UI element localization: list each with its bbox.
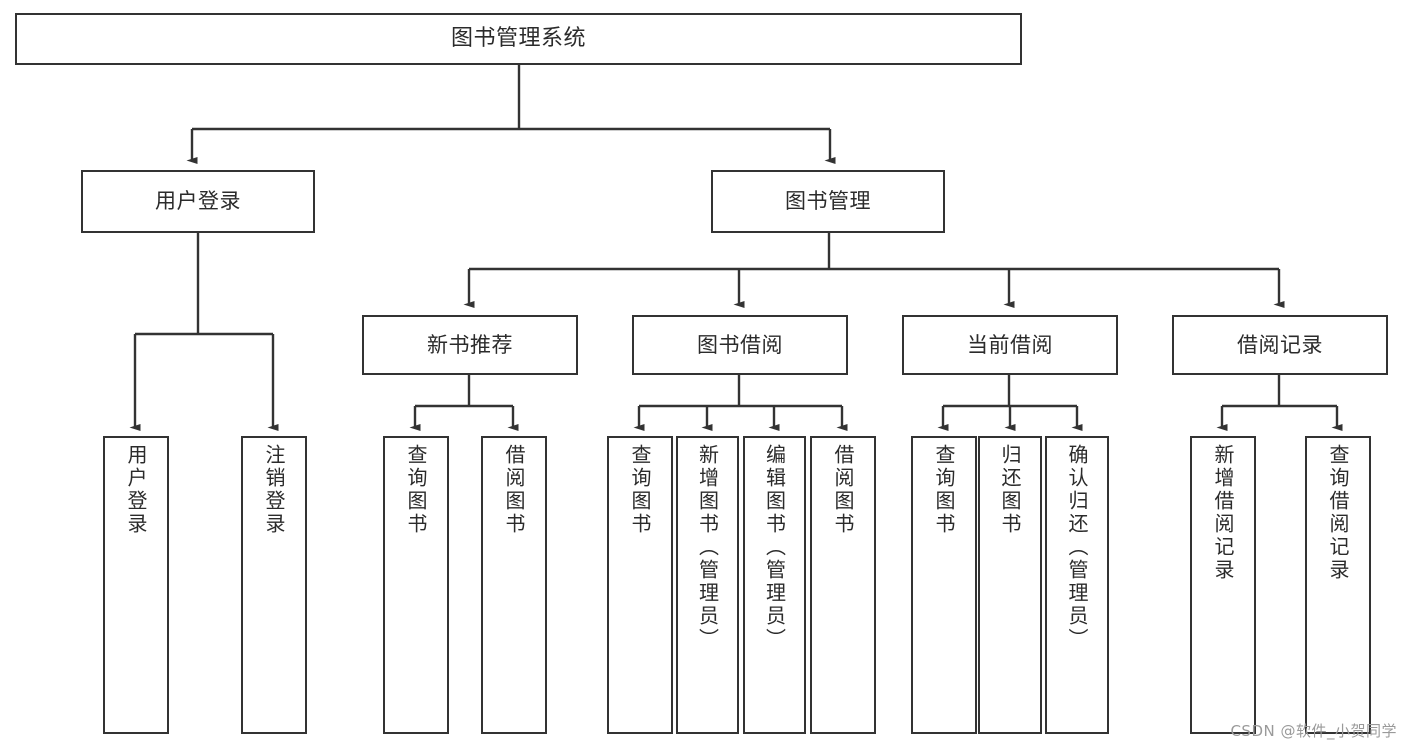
node-leaf-query-book-3[interactable]: 查询图书	[911, 436, 977, 734]
node-leaf-confirm-return[interactable]: 确认归还（管理员）	[1045, 436, 1109, 734]
node-leaf-query-book-1-label: 查询图书	[404, 444, 428, 536]
node-leaf-add-record-label: 新增借阅记录	[1211, 444, 1235, 582]
node-borrow-record[interactable]: 借阅记录	[1172, 315, 1388, 375]
node-user-login[interactable]: 用户登录	[81, 170, 315, 233]
node-leaf-add-book[interactable]: 新增图书（管理员）	[676, 436, 739, 734]
node-leaf-confirm-return-label: 确认归还（管理员）	[1065, 444, 1089, 651]
node-root[interactable]: 图书管理系统	[15, 13, 1022, 65]
node-leaf-borrow-book-1-label: 借阅图书	[502, 444, 526, 536]
node-leaf-query-record[interactable]: 查询借阅记录	[1305, 436, 1371, 734]
node-current-borrow-label: 当前借阅	[967, 332, 1053, 357]
node-leaf-query-record-label: 查询借阅记录	[1326, 444, 1350, 582]
node-leaf-return-book-label: 归还图书	[998, 444, 1022, 536]
node-leaf-user-login-label: 用户登录	[124, 444, 148, 536]
node-leaf-user-login[interactable]: 用户登录	[103, 436, 169, 734]
node-leaf-return-book[interactable]: 归还图书	[978, 436, 1042, 734]
node-leaf-borrow-book-1[interactable]: 借阅图书	[481, 436, 547, 734]
node-book-manage-label: 图书管理	[785, 189, 871, 214]
node-user-login-label: 用户登录	[155, 189, 241, 214]
node-current-borrow[interactable]: 当前借阅	[902, 315, 1118, 375]
node-borrow-record-label: 借阅记录	[1237, 332, 1323, 357]
node-root-label: 图书管理系统	[450, 26, 586, 52]
node-leaf-edit-book[interactable]: 编辑图书（管理员）	[743, 436, 806, 734]
node-leaf-query-book-1[interactable]: 查询图书	[383, 436, 449, 734]
node-new-book-recommend[interactable]: 新书推荐	[362, 315, 578, 375]
node-leaf-add-record[interactable]: 新增借阅记录	[1190, 436, 1256, 734]
node-book-manage[interactable]: 图书管理	[711, 170, 945, 233]
node-leaf-borrow-book-2-label: 借阅图书	[831, 444, 855, 536]
node-leaf-logout[interactable]: 注销登录	[241, 436, 307, 734]
node-leaf-query-book-2-label: 查询图书	[628, 444, 652, 536]
node-book-borrow[interactable]: 图书借阅	[632, 315, 848, 375]
watermark-text: CSDN @软件_小贺同学	[1230, 722, 1397, 740]
node-book-borrow-label: 图书借阅	[697, 332, 783, 357]
node-leaf-borrow-book-2[interactable]: 借阅图书	[810, 436, 876, 734]
node-new-book-recommend-label: 新书推荐	[427, 332, 513, 357]
node-leaf-query-book-2[interactable]: 查询图书	[607, 436, 673, 734]
node-leaf-query-book-3-label: 查询图书	[932, 444, 956, 536]
node-leaf-logout-label: 注销登录	[262, 444, 286, 536]
node-leaf-edit-book-label: 编辑图书（管理员）	[762, 444, 787, 651]
node-leaf-add-book-label: 新增图书（管理员）	[695, 444, 720, 651]
